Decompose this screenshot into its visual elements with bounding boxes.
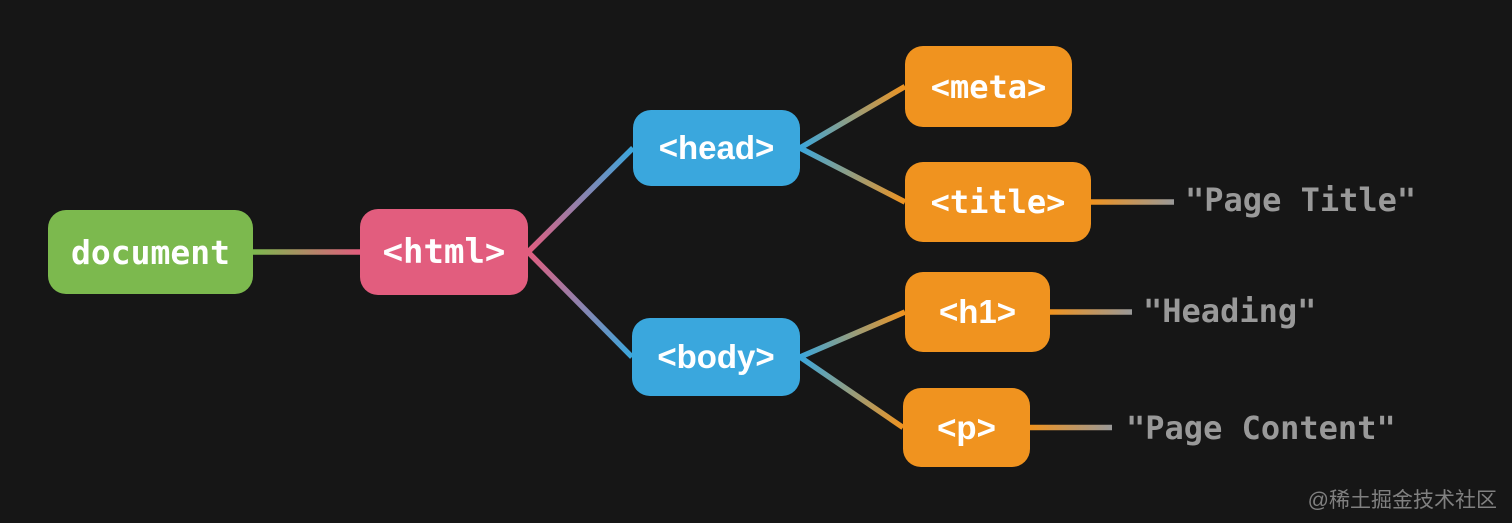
- text-node-page-title: "Page Title": [1185, 181, 1417, 220]
- node-label-p: <p>: [937, 408, 996, 446]
- tree-node-html: <html>: [360, 209, 528, 295]
- node-label-title: <title>: [930, 183, 1066, 221]
- watermark-juejin-community: @稀土掘金技术社区: [1307, 489, 1497, 512]
- node-label-body: <body>: [657, 338, 775, 375]
- edge-body-h1: [798, 309, 907, 360]
- node-label-html: <html>: [382, 232, 506, 272]
- tree-node-p: <p>: [903, 388, 1030, 467]
- tree-node-title: <title>: [905, 162, 1091, 242]
- edge-head-meta: [798, 84, 907, 151]
- edge-body-p: [798, 354, 905, 430]
- edge-html-body: [526, 250, 634, 359]
- node-label-document: document: [71, 232, 230, 272]
- node-label-meta: <meta>: [930, 67, 1047, 106]
- tree-node-head: <head>: [633, 110, 800, 186]
- text-node-heading: "Heading": [1143, 292, 1317, 331]
- tree-node-body: <body>: [632, 318, 800, 396]
- node-label-h1: <h1>: [938, 293, 1017, 330]
- tree-node-document: document: [48, 210, 253, 294]
- node-label-head: <head>: [658, 129, 775, 166]
- tree-node-meta: <meta>: [905, 46, 1072, 127]
- tree-node-h1: <h1>: [905, 272, 1050, 352]
- edge-html-head: [526, 146, 635, 254]
- edge-head-title: [798, 145, 907, 205]
- text-node-page-content: "Page Content": [1126, 409, 1396, 448]
